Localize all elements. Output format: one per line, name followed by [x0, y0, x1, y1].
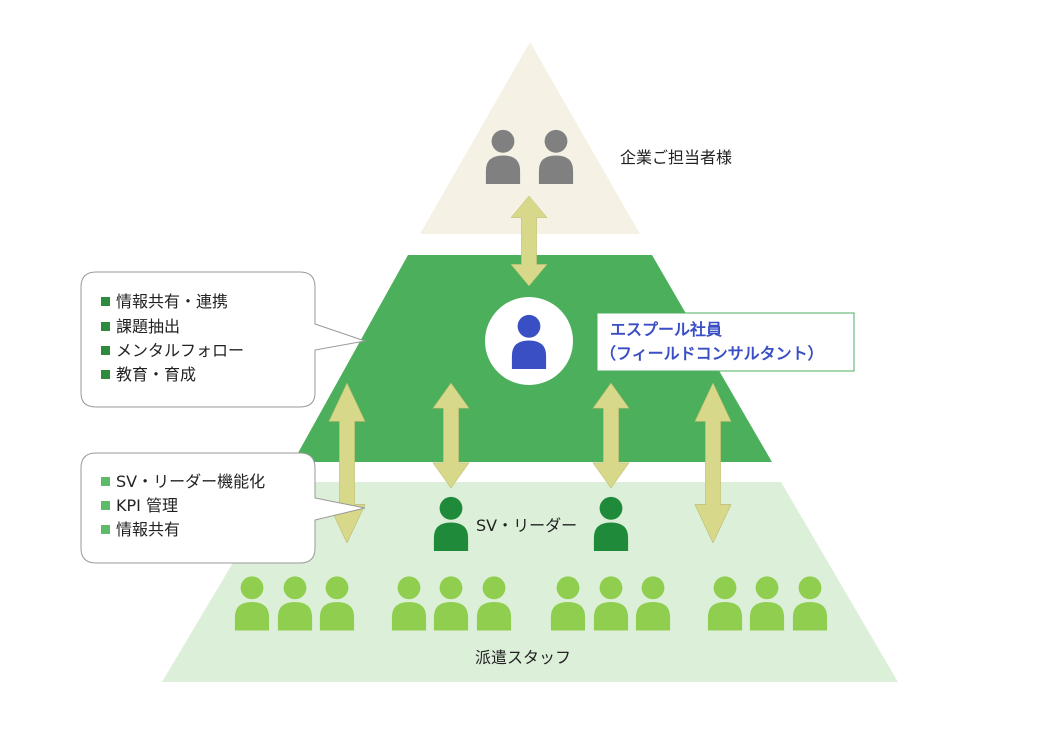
consultant-label-line1: エスプール社員: [610, 320, 722, 339]
bullet-icon: [101, 322, 110, 331]
bullet-icon: [101, 477, 110, 486]
bullet-icon: [101, 346, 110, 355]
top-tier: [420, 42, 640, 234]
callout-lower-item: 情報共有: [116, 520, 180, 539]
callout-upper: 情報共有・連携 課題抽出 メンタルフォロー 教育・育成: [80, 271, 367, 408]
sv-leader-label: SV・リーダー: [476, 516, 577, 535]
callout-lower-item: KPI 管理: [116, 496, 178, 515]
callout-upper-item: 教育・育成: [116, 365, 196, 384]
callout-lower-item: SV・リーダー機能化: [116, 472, 265, 491]
callout-lower: SV・リーダー機能化 KPI 管理 情報共有: [80, 452, 366, 564]
consultant-label-box: [596, 312, 855, 372]
callout-upper-item: メンタルフォロー: [116, 341, 244, 360]
bullet-icon: [101, 501, 110, 510]
bullet-icon: [101, 370, 110, 379]
bullet-icon: [101, 525, 110, 534]
bullet-icon: [101, 297, 110, 306]
callout-upper-item: 情報共有・連携: [116, 292, 228, 311]
callout-upper-item: 課題抽出: [116, 317, 180, 336]
staff-label: 派遣スタッフ: [475, 648, 571, 667]
client-label: 企業ご担当者様: [620, 148, 732, 167]
consultant-label-line2: （フィールドコンサルタント）: [600, 344, 824, 363]
